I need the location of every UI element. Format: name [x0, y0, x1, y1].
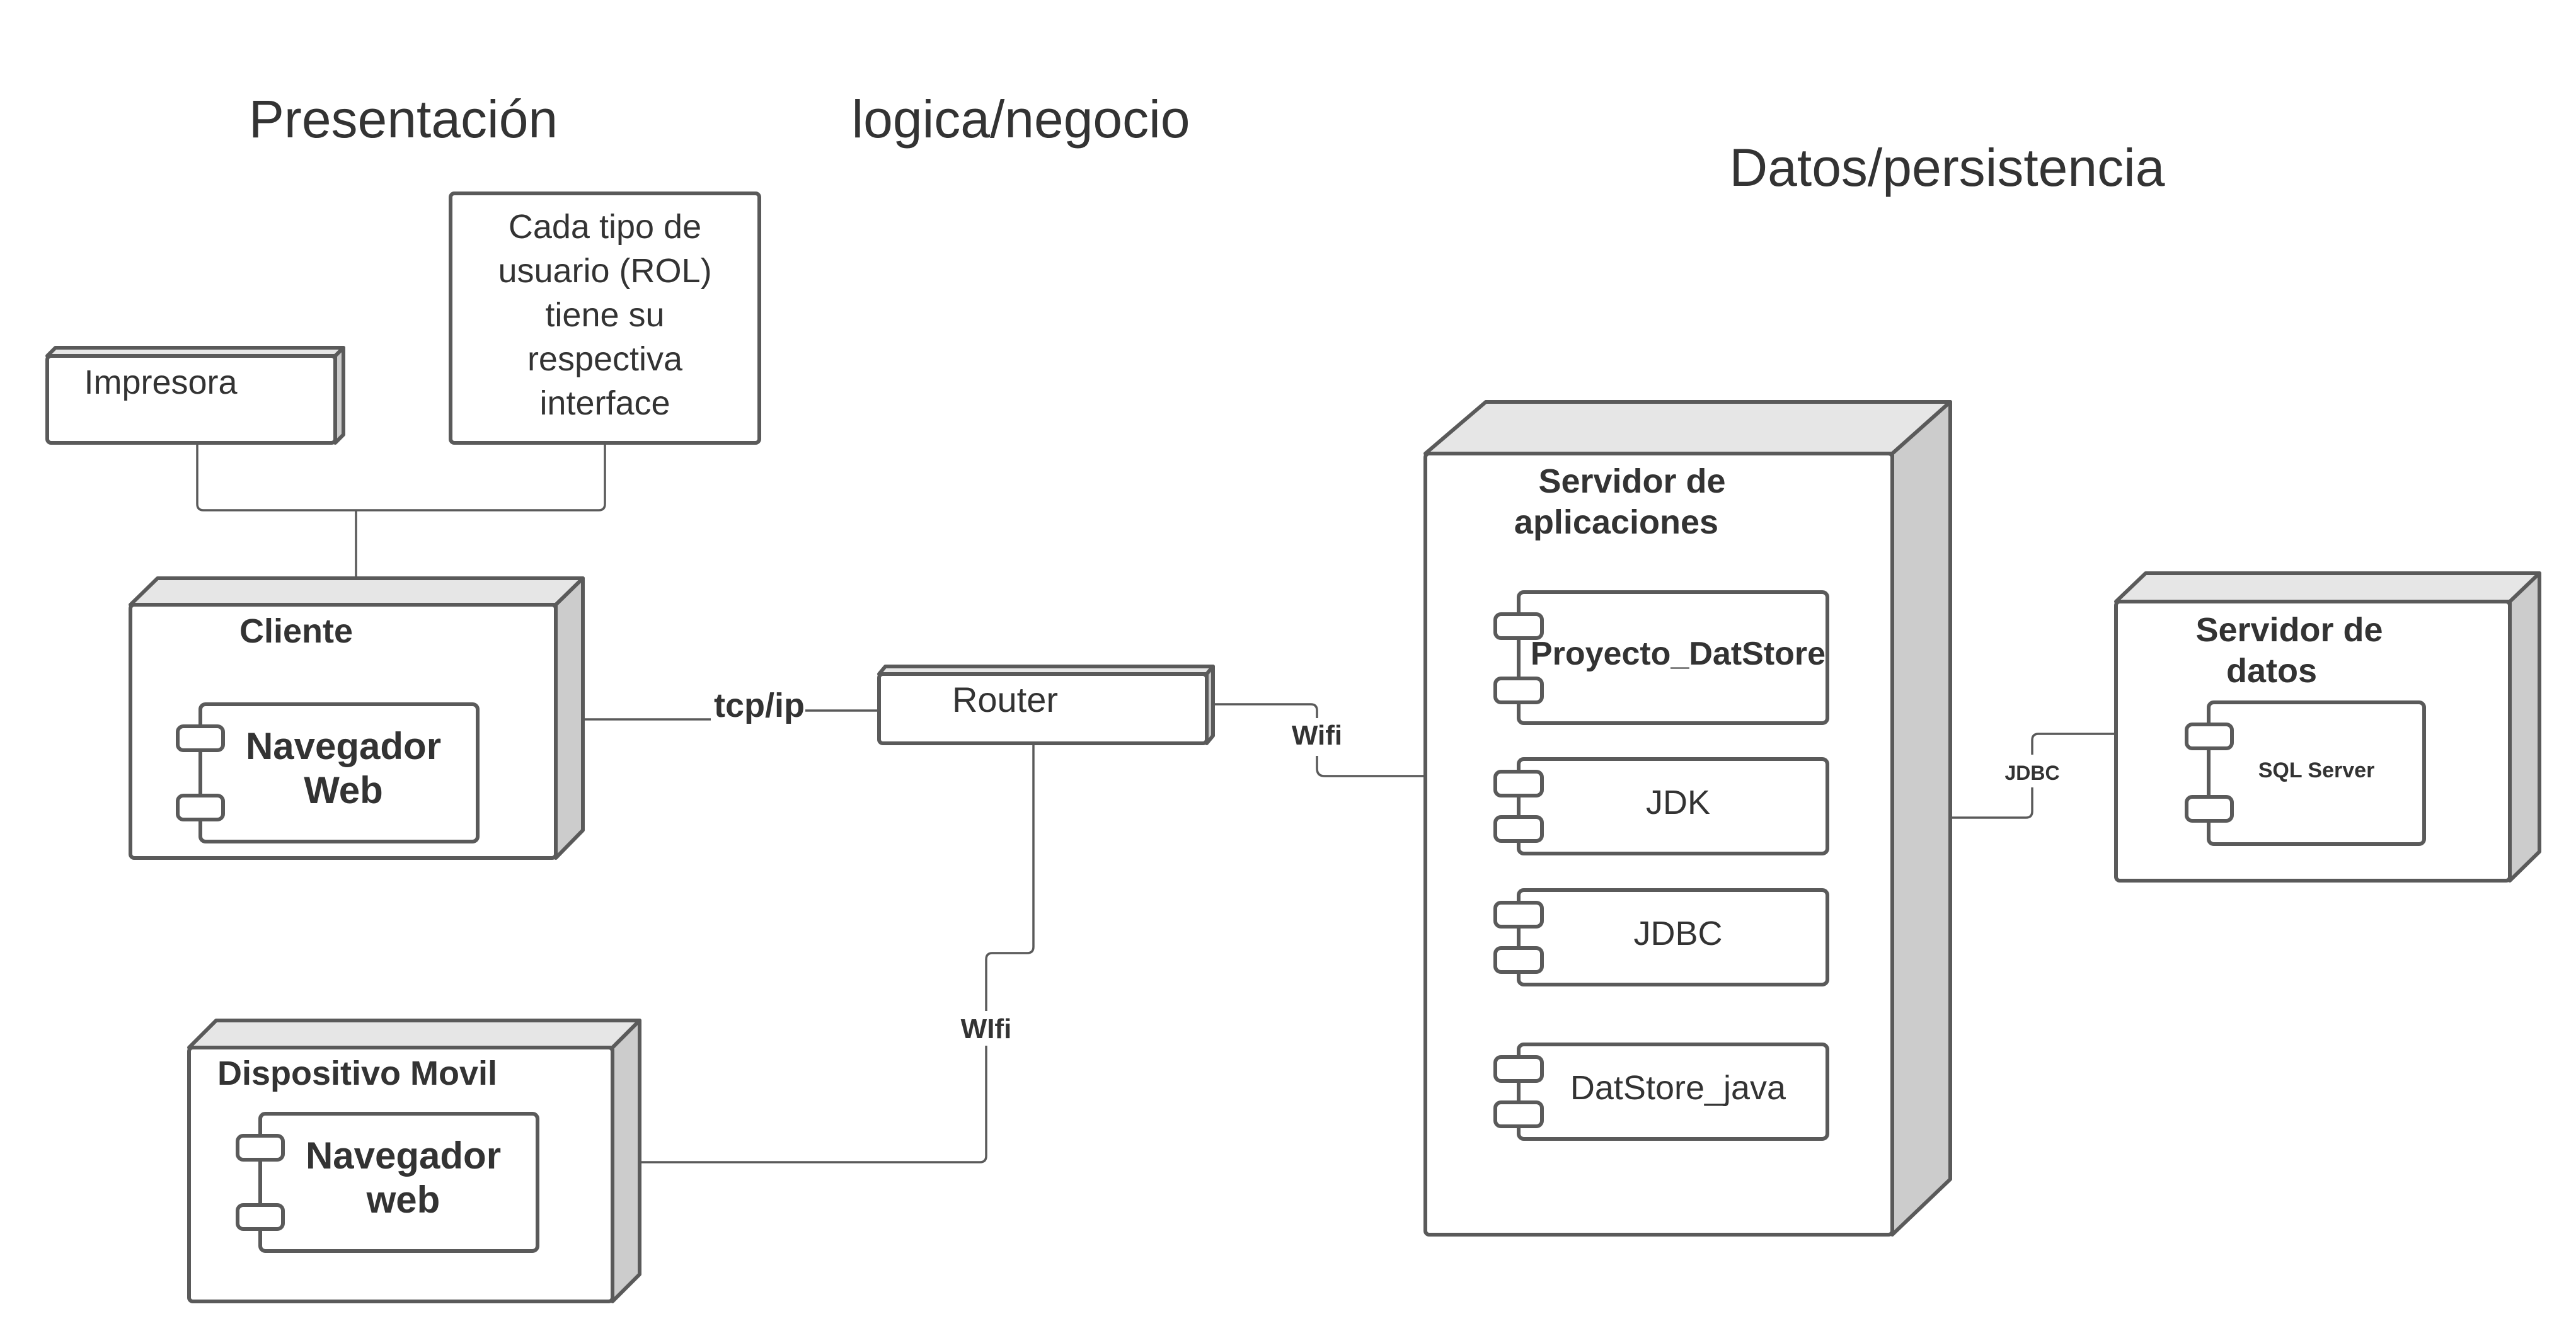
data-server-title-line-2: datos — [2226, 652, 2317, 690]
component-label-line-2: web — [366, 1179, 440, 1221]
link-app-data-b — [2031, 733, 2116, 755]
tier-title-logic: logica/negocio — [851, 89, 1190, 149]
link-router-app-a — [1213, 703, 1318, 718]
app-server-node[interactable]: Servidor de aplicaciones Proyecto_DatSto… — [1423, 400, 1952, 1237]
link-router-movil-a — [985, 743, 1035, 1011]
note-line-3: tiene su — [545, 296, 664, 334]
tier-title-data: Datos/persistencia — [1730, 138, 2165, 197]
component-jdbc[interactable]: JDBC — [1493, 888, 1829, 986]
component-jdk[interactable]: JDK — [1493, 757, 1829, 855]
data-server-node[interactable]: Servidor de datos SQL Server — [2114, 571, 2541, 883]
component-navegador-web-movil[interactable]: Navegador web — [236, 1112, 539, 1253]
router-label: Router — [952, 680, 1058, 719]
component-navegador-web[interactable]: Navegador Web — [176, 702, 480, 843]
printer-node[interactable]: Impresora — [45, 346, 345, 445]
note-line-2: usuario (ROL) — [498, 252, 711, 290]
link-router-movil-b — [640, 1046, 987, 1163]
component-label: SQL Server — [2258, 758, 2375, 782]
router-node[interactable]: Router — [877, 665, 1215, 745]
component-label-line-1: Navegador — [246, 725, 441, 767]
component-label: JDK — [1646, 784, 1710, 821]
link-label-tcpip: tcp/ip — [714, 687, 805, 724]
component-proyecto-datstore[interactable]: Proyecto_DatStore — [1493, 590, 1829, 725]
connections — [196, 441, 2116, 1163]
movil-node[interactable]: Dispositivo Movil Navegador web — [187, 1019, 641, 1303]
app-server-title-line-1: Servidor de — [1538, 462, 1725, 500]
component-label-line-2: Web — [304, 769, 383, 811]
component-sql-server[interactable]: SQL Server — [2185, 700, 2426, 846]
note-line-1: Cada tipo de — [509, 208, 701, 246]
link-router-app-b — [1316, 756, 1425, 777]
component-label: JDBC — [1633, 915, 1722, 952]
data-server-title-line-1: Servidor de — [2195, 611, 2383, 649]
cliente-title: Cliente — [239, 612, 353, 650]
printer-label: Impresora — [84, 363, 238, 401]
cliente-node[interactable]: Cliente Navegador Web — [129, 576, 585, 860]
link-label-wifi-app: Wifi — [1292, 720, 1342, 751]
note-line-4: respectiva — [527, 340, 683, 378]
component-label-line-1: Navegador — [306, 1134, 501, 1177]
link-app-data-a — [1950, 787, 2033, 819]
movil-title: Dispositivo Movil — [217, 1054, 497, 1092]
component-datstore-java[interactable]: DatStore_java — [1493, 1043, 1829, 1141]
note-line-5: interface — [539, 384, 670, 422]
component-label: DatStore_java — [1570, 1069, 1786, 1107]
link-label-wifi-movil: WIfi — [961, 1014, 1012, 1044]
tier-title-presentation: Presentación — [249, 89, 558, 149]
role-note: Cada tipo de usuario (ROL) tiene su resp… — [449, 191, 761, 445]
component-label: Proyecto_DatStore — [1531, 636, 1826, 672]
link-label-jdbc: JDBC — [2004, 762, 2059, 784]
app-server-title-line-2: aplicaciones — [1514, 503, 1718, 541]
printer-note-connector — [196, 441, 606, 511]
